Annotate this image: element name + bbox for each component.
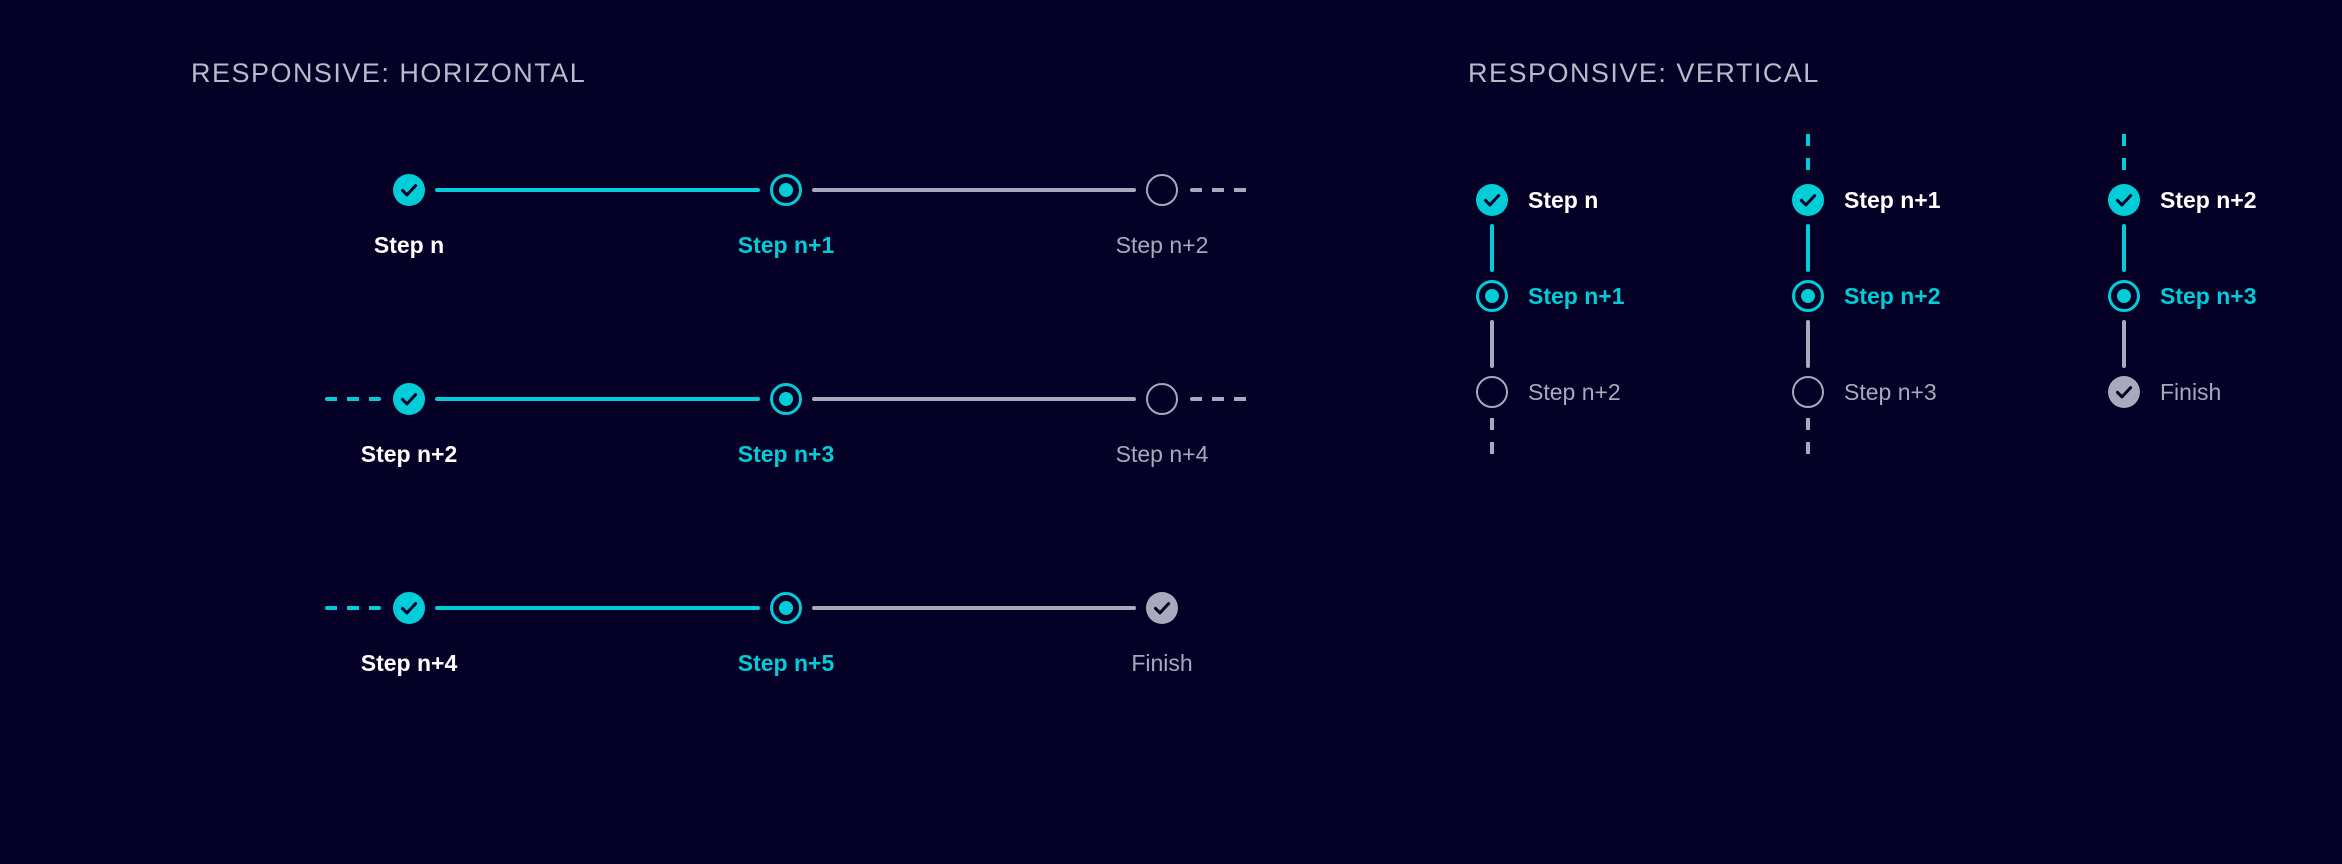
connector-trail-dashed [1190, 397, 1256, 401]
step-label[interactable]: Step n+3 [2160, 283, 2257, 309]
horizontal-stepper-row: Step n+2 Step n+3 Step n+4 [160, 377, 1282, 497]
step-node-done[interactable] [393, 174, 425, 206]
finish-check-icon [2108, 376, 2140, 408]
connector-segment [812, 188, 1136, 192]
connector-segment [435, 397, 760, 401]
connector-lead-dashed [325, 606, 381, 610]
connector-segment [1490, 320, 1494, 368]
check-icon [393, 592, 425, 624]
connector-lead-dashed [325, 397, 381, 401]
step-node-done[interactable] [2108, 184, 2140, 216]
step-label[interactable]: Step n+2 [1528, 379, 1621, 405]
stepper-label-row: Step n+2 Step n+3 Step n+4 [160, 439, 1282, 479]
step-node-current[interactable] [2108, 280, 2140, 312]
stepper-track [160, 377, 1282, 421]
step-node-current[interactable] [1792, 280, 1824, 312]
step-label[interactable]: Finish [1131, 650, 1193, 676]
connector-segment [812, 397, 1136, 401]
step-label[interactable]: Step n+3 [1844, 379, 1937, 405]
current-step-dot-icon [770, 592, 802, 624]
step-node-finish[interactable] [1146, 592, 1178, 624]
stepper-label-row: Step n+4 Step n+5 Finish [160, 648, 1282, 688]
step-node-todo[interactable] [1146, 174, 1178, 206]
step-label[interactable]: Step n+1 [1844, 187, 1941, 213]
step-node-current[interactable] [770, 174, 802, 206]
step-node-done[interactable] [1476, 184, 1508, 216]
connector-trail-dashed [1490, 418, 1494, 456]
step-node-current[interactable] [770, 383, 802, 415]
horizontal-stepper-row: Step n+4 Step n+5 Finish [160, 586, 1282, 706]
empty-circle-icon [1476, 376, 1508, 408]
connector-lead-dashed [1806, 134, 1810, 174]
connector-lead-dashed [2122, 134, 2126, 174]
step-node-done[interactable] [393, 383, 425, 415]
stepper-track [160, 168, 1282, 212]
step-node-todo[interactable] [1476, 376, 1508, 408]
finish-check-icon [1146, 592, 1178, 624]
empty-circle-icon [1146, 383, 1178, 415]
connector-segment [435, 606, 760, 610]
step-label[interactable]: Step n+2 [1844, 283, 1941, 309]
section-heading-horizontal: RESPONSIVE: HORIZONTAL [191, 58, 587, 88]
section-heading-vertical: RESPONSIVE: VERTICAL [1468, 58, 1820, 88]
connector-segment [2122, 320, 2126, 368]
step-node-done[interactable] [393, 592, 425, 624]
step-node-finish[interactable] [2108, 376, 2140, 408]
connector-segment [435, 188, 760, 192]
check-icon [1476, 184, 1508, 216]
connector-segment [1490, 224, 1494, 272]
check-icon [393, 383, 425, 415]
check-icon [2108, 184, 2140, 216]
current-step-dot-icon [1476, 280, 1508, 312]
step-label[interactable]: Step n+2 [2160, 187, 2257, 213]
empty-circle-icon [1146, 174, 1178, 206]
step-label[interactable]: Step n+2 [1115, 232, 1209, 258]
current-step-dot-icon [770, 174, 802, 206]
connector-trail-dashed [1190, 188, 1256, 192]
check-icon [393, 174, 425, 206]
current-step-dot-icon [770, 383, 802, 415]
horizontal-stepper-row: Step n Step n+1 Step n+2 [160, 168, 1282, 288]
step-node-done[interactable] [1792, 184, 1824, 216]
connector-trail-dashed [1806, 418, 1810, 456]
current-step-dot-icon [1792, 280, 1824, 312]
current-step-dot-icon [2108, 280, 2140, 312]
step-node-todo[interactable] [1792, 376, 1824, 408]
step-label[interactable]: Step n+4 [360, 650, 458, 676]
step-node-current[interactable] [770, 592, 802, 624]
step-label[interactable]: Finish [2160, 379, 2222, 405]
empty-circle-icon [1792, 376, 1824, 408]
connector-segment [1806, 224, 1810, 272]
step-label[interactable]: Step n+1 [737, 232, 835, 258]
step-node-current[interactable] [1476, 280, 1508, 312]
connector-segment [2122, 224, 2126, 272]
stepper-label-row: Step n Step n+1 Step n+2 [160, 230, 1282, 270]
step-label[interactable]: Step n [373, 232, 445, 258]
step-label[interactable]: Step n+2 [360, 441, 458, 467]
connector-segment [812, 606, 1136, 610]
step-label[interactable]: Step n+5 [737, 650, 835, 676]
connector-segment [1806, 320, 1810, 368]
step-label[interactable]: Step n+1 [1528, 283, 1625, 309]
step-node-todo[interactable] [1146, 383, 1178, 415]
check-icon [1792, 184, 1824, 216]
step-label[interactable]: Step n+4 [1115, 441, 1209, 467]
stepper-track [160, 586, 1282, 630]
step-label[interactable]: Step n+3 [737, 441, 835, 467]
step-label[interactable]: Step n [1528, 187, 1599, 213]
